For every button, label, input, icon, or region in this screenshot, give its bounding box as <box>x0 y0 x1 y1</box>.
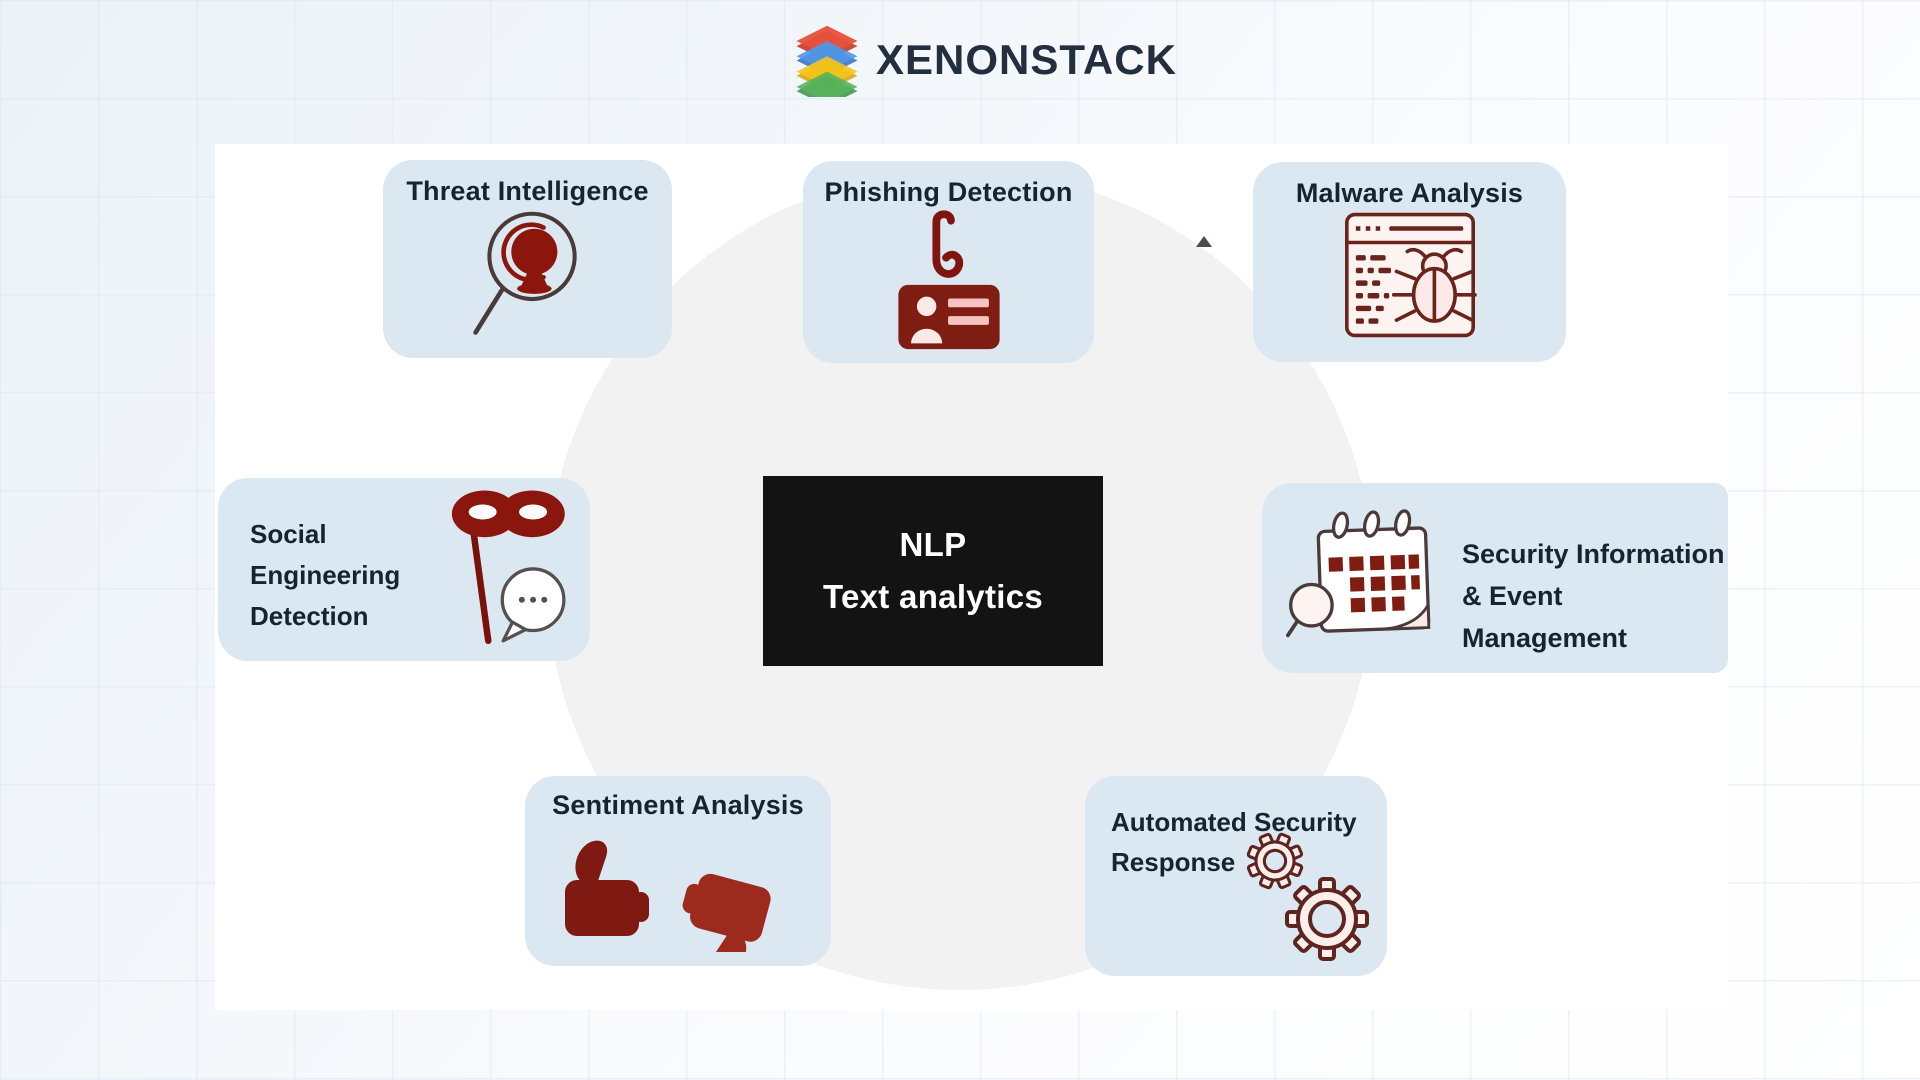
xenonstack-logo: XENONSTACK <box>788 19 1177 106</box>
nlp-line1: NLP <box>899 526 967 563</box>
card-title: Security Information & Event Management <box>1462 539 1725 653</box>
nlp-text-analytics-box: NLP Text analytics <box>763 476 1103 666</box>
logo-wordmark: XENONSTACK <box>876 36 1177 83</box>
card-title: Malware Analysis <box>1295 178 1524 208</box>
card-social-engineering-detection: Social Engineering Detection <box>218 478 590 661</box>
nlp-line2: Text analytics <box>822 578 1044 615</box>
card-title: Automated Security Response <box>1111 807 1357 877</box>
card-phishing-detection: Phishing Detection <box>803 161 1094 363</box>
card-title: Sentiment Analysis <box>552 790 804 820</box>
calendar-search-icon <box>1286 501 1446 658</box>
mask-chat-icon <box>436 482 576 659</box>
card-title: Threat Intelligence <box>406 176 649 206</box>
card-title: Phishing Detection <box>824 177 1073 207</box>
globe-magnifier-icon <box>383 208 672 344</box>
card-title: Social Engineering Detection <box>250 519 401 631</box>
xenonstack-stack-icon <box>788 19 866 106</box>
gears-icon <box>1227 817 1377 972</box>
bug-browser-icon <box>1253 210 1566 340</box>
card-malware-analysis: Malware Analysis <box>1253 162 1566 362</box>
thumbs-up-down-icon <box>525 834 831 952</box>
card-sentiment-analysis: Sentiment Analysis <box>525 776 831 966</box>
card-automated-security-response: Automated Security Response <box>1085 776 1387 976</box>
cursor-triangle-icon <box>1196 236 1212 247</box>
card-threat-intelligence: Threat Intelligence <box>383 160 672 358</box>
fishhook-idcard-icon <box>803 209 1094 355</box>
card-siem: Security Information & Event Management <box>1262 483 1728 673</box>
